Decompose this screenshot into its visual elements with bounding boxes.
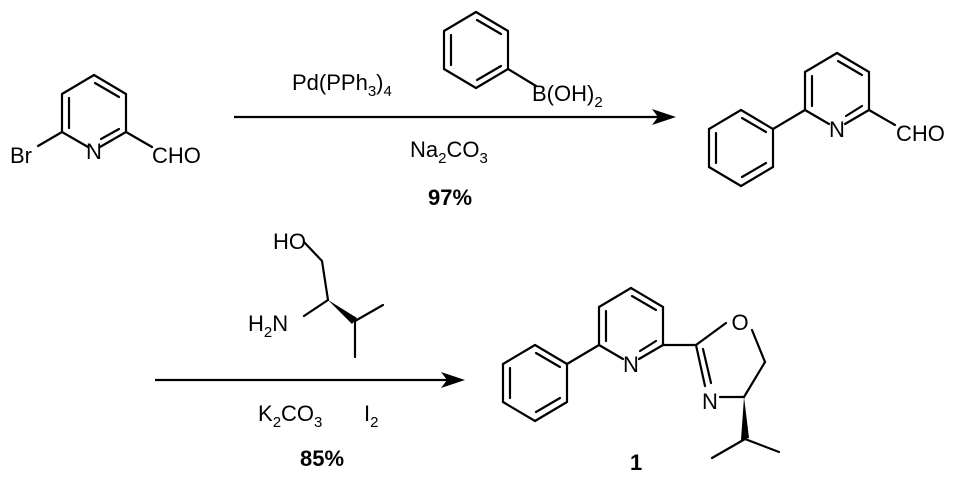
bond: [710, 437, 747, 460]
oxidant-label: I2: [364, 401, 378, 431]
bond-to-cho: [867, 108, 897, 127]
bond-o-c5: [750, 328, 767, 364]
bond-biaryl: [565, 343, 601, 366]
bond: [638, 339, 658, 353]
stereo-wedge: [328, 300, 357, 324]
bond: [835, 51, 871, 74]
catalyst-label: Pd(PPh3)4: [292, 70, 392, 100]
arrow-head: [441, 372, 465, 388]
bond-c2-n-double: [701, 347, 713, 385]
bond: [353, 303, 385, 323]
bond: [739, 165, 775, 188]
bond: [474, 67, 510, 90]
bond: [501, 400, 537, 423]
bond: [60, 73, 96, 96]
bond-to-b: [506, 67, 538, 88]
bond: [92, 73, 128, 96]
bond: [501, 343, 537, 366]
bond: [99, 127, 121, 141]
bond: [442, 10, 478, 33]
bond-c5-c4: [742, 360, 767, 399]
bond: [629, 286, 665, 309]
bond: [637, 343, 665, 361]
bond: [302, 240, 324, 263]
bond: [93, 81, 121, 99]
bond-to-br: [36, 130, 64, 148]
arrow-head: [652, 109, 676, 125]
bond: [475, 18, 503, 36]
step1-arrow: [234, 109, 676, 125]
bond-to-n: [302, 298, 330, 318]
cho-label: CHO: [896, 121, 945, 146]
bond: [707, 165, 743, 188]
bond-c2-n: [694, 343, 707, 388]
base-label: K2CO3: [258, 401, 322, 431]
yield-step2: 85%: [300, 446, 344, 471]
bond: [533, 400, 569, 423]
bond: [843, 108, 871, 126]
bond: [630, 294, 658, 312]
base-label: Na2CO3: [410, 137, 488, 167]
product-phenylpyridine-aldehyde: N CHO: [707, 51, 945, 188]
bond: [320, 259, 330, 302]
aminoalcohol-valinol: HO H2N: [248, 229, 385, 359]
bond: [475, 64, 503, 82]
yield-step1: 97%: [428, 185, 472, 210]
bond: [743, 437, 781, 454]
bond-to-cho: [124, 130, 154, 149]
stereo-wedge: [741, 397, 749, 440]
bond: [534, 396, 562, 414]
bond-biaryl: [771, 108, 807, 131]
bond: [740, 116, 768, 134]
bond: [474, 10, 510, 33]
h2n-label: H2N: [248, 311, 288, 341]
compound-number: 1: [630, 450, 642, 475]
bond: [844, 104, 864, 118]
br-label: Br: [10, 143, 32, 168]
bond: [597, 343, 625, 361]
n-pyridine-label: N: [623, 352, 639, 377]
bond: [836, 59, 864, 77]
n-label: N: [86, 139, 102, 164]
bond: [98, 130, 128, 149]
bond: [442, 67, 478, 90]
reactant-bromopyridine-aldehyde: Br N CHO: [10, 73, 201, 168]
boronic-acid-label: B(OH)2: [532, 81, 603, 111]
o-oxazoline-label: O: [731, 310, 748, 335]
step2-arrow: [155, 372, 465, 388]
bond: [740, 161, 768, 179]
phenylboronic-acid: B(OH)2: [442, 10, 603, 111]
bond-c2-o: [694, 321, 728, 347]
bond: [803, 51, 839, 74]
n-label: N: [829, 117, 845, 142]
bond: [707, 108, 743, 131]
bond: [534, 351, 562, 369]
bond: [803, 108, 831, 126]
bond: [533, 343, 569, 366]
bond: [597, 286, 633, 309]
cho-label: CHO: [152, 143, 201, 168]
bond: [60, 130, 90, 149]
n-oxazoline-label: N: [702, 389, 718, 414]
ho-label: HO: [273, 229, 306, 254]
product-compound-1: N O N 1: [501, 286, 781, 475]
bond: [739, 108, 775, 131]
